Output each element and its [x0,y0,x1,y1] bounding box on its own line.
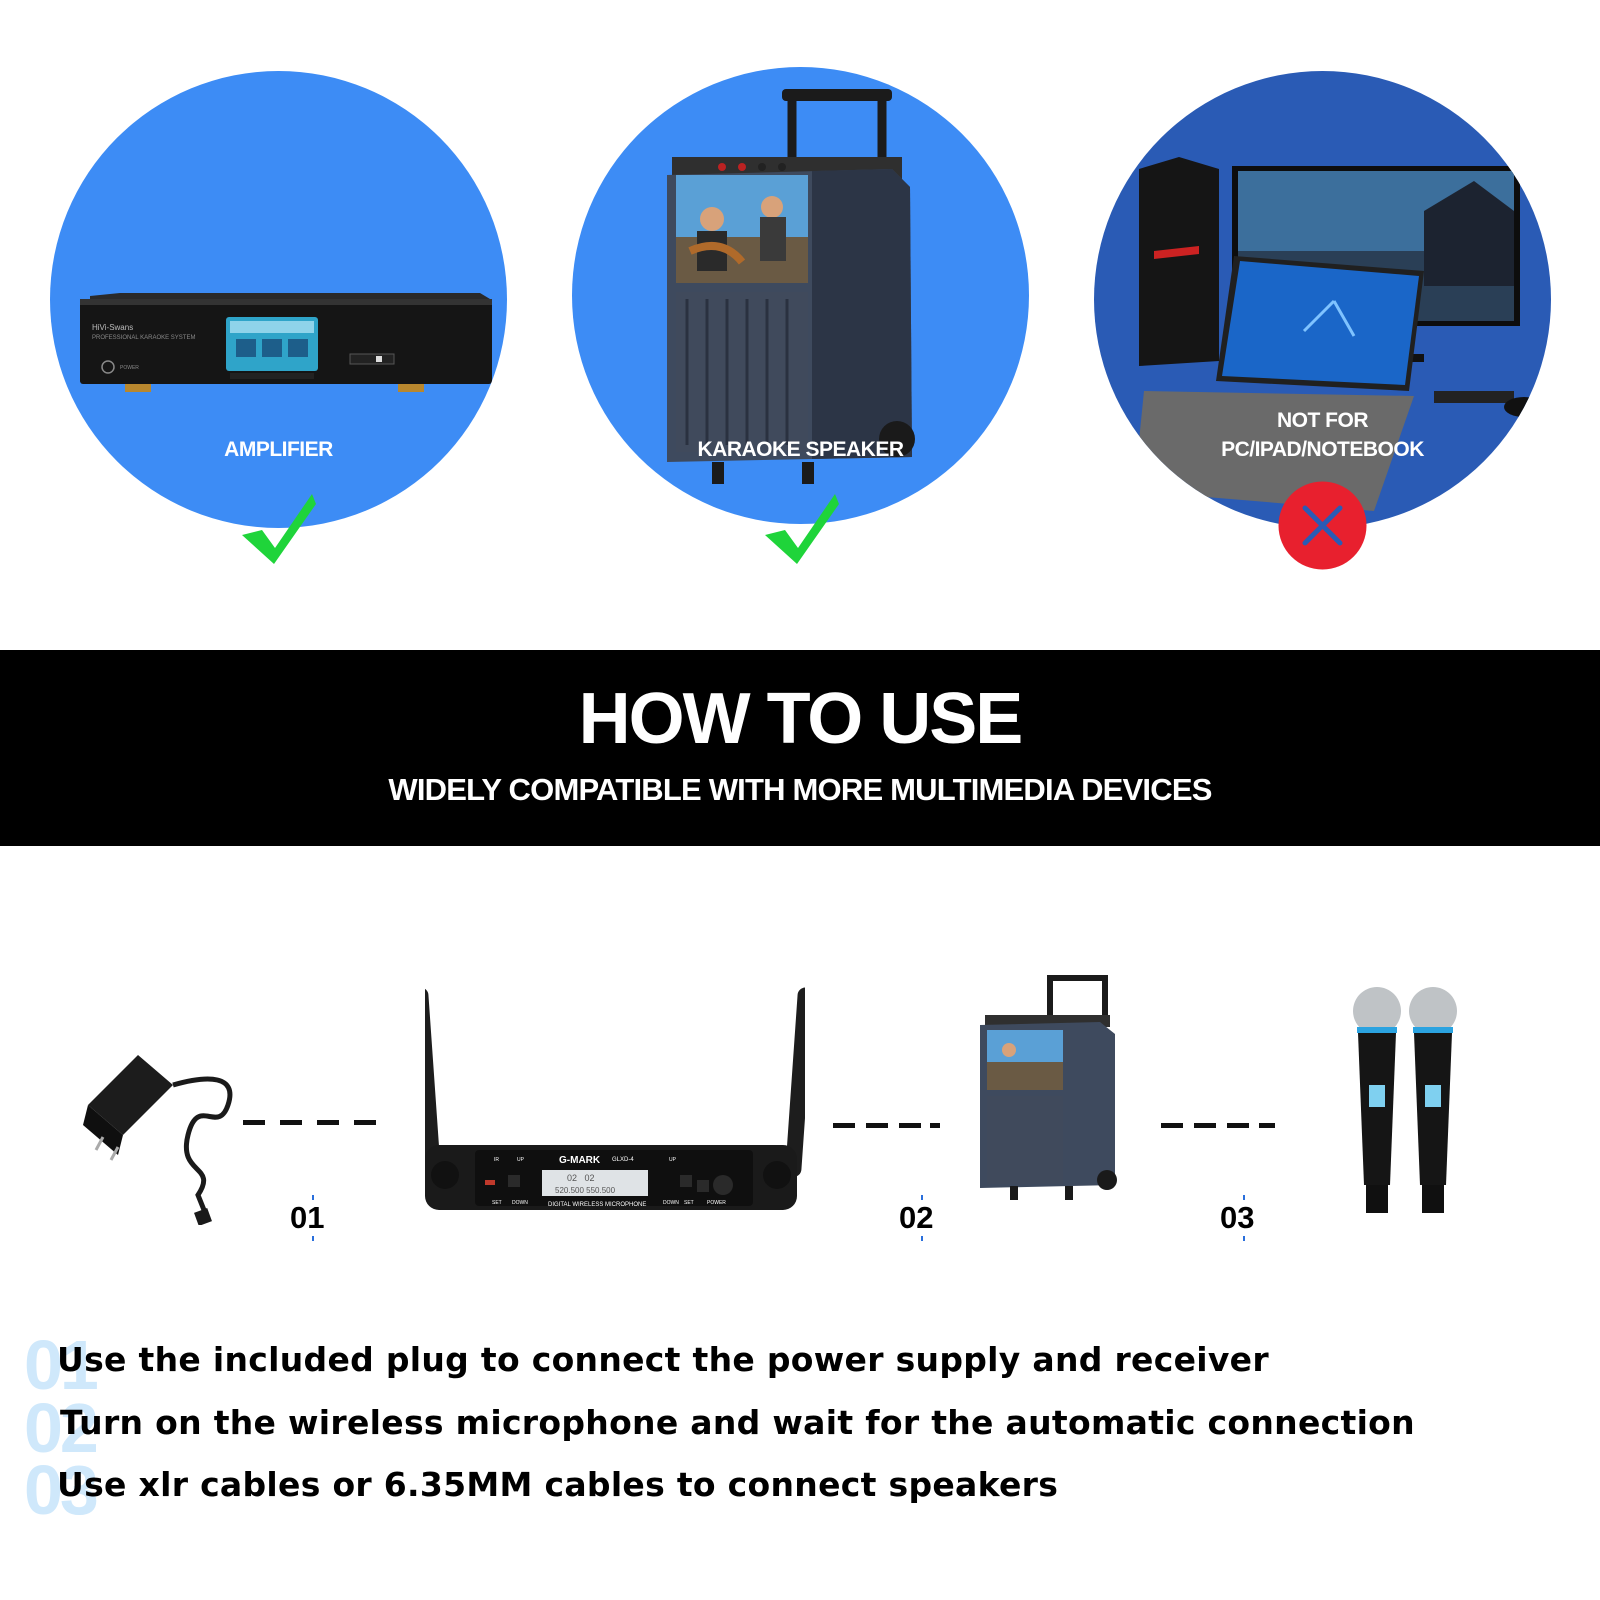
receiver-up-label: UP [517,1157,524,1163]
receiver-image [425,987,805,1210]
check-icon [242,494,316,564]
step-marker-bottom [312,1236,314,1241]
receiver-up-label-right: UP [669,1157,676,1163]
not-for-label-line1: NOT FOR [1277,409,1369,432]
receiver-brand: G-MARK [559,1155,601,1166]
pc-circle: NOT FOR PC/IPAD/NOTEBOOK [1094,71,1551,528]
receiver-down-label: DOWN [512,1200,528,1206]
connector-dash [833,1123,855,1128]
step-marker-top [312,1195,314,1200]
step-03-label: 03 [1220,1200,1255,1235]
connector-dash [899,1123,921,1128]
receiver-model: GLXD-4 [612,1157,634,1163]
instruction-03-number: 03 [24,1451,99,1529]
receiver-ir-label: IR [494,1157,499,1163]
step-01-label: 01 [290,1200,325,1235]
receiver-lcd-channel: 02 02 [567,1173,595,1183]
step-marker-top [1243,1195,1245,1200]
amplifier-label: AMPLIFIER [224,438,333,461]
banner-subtitle: WIDELY COMPATIBLE WITH MORE MULTIMEDIA D… [388,772,1212,807]
amp-model-text: PROFESSIONAL KARAOKE SYSTEM [92,335,196,341]
how-to-use-banner: HOW TO USE WIDELY COMPATIBLE WITH MORE M… [0,650,1600,846]
connector-dash [866,1123,888,1128]
connector-dash [280,1120,302,1125]
amplifier-circle: HiVi-Swans PROFESSIONAL KARAOKE SYSTEM P… [50,71,507,528]
pc-laptop-image [1134,157,1544,511]
receiver-set-label-right: SET [684,1200,694,1206]
receiver-caption: DIGITAL WIRELESS MICROPHONE [548,1202,647,1208]
step-02-label: 02 [899,1200,934,1235]
connector-dash [243,1120,265,1125]
connector-dash [1259,1123,1275,1128]
receiver-set-label: SET [492,1200,502,1206]
amp-brand-text: HiVi-Swans [92,323,134,332]
step-marker-bottom [1243,1236,1245,1241]
connector-dash [1227,1123,1249,1128]
connector-dash [354,1120,376,1125]
receiver-lcd-freq: 520.500 550.500 [555,1186,616,1195]
not-for-label-line2: PC/IPAD/NOTEBOOK [1221,438,1424,461]
banner-title: HOW TO USE [578,679,1024,759]
instruction-02-text: Turn on the wireless microphone and wait… [60,1403,1415,1442]
instruction-01-text: Use the included plug to connect the pow… [57,1340,1269,1379]
connector-dash [317,1120,339,1125]
microphones-image [1353,987,1457,1213]
instruction-01-number: 01 [24,1326,99,1404]
receiver-power-label: POWER [707,1200,726,1206]
amp-power-text: POWER [120,365,139,371]
instruction-02-number: 02 [24,1389,99,1467]
small-speaker-image [980,975,1117,1200]
step-marker-bottom [921,1236,923,1241]
connector-dash [1194,1123,1216,1128]
x-icon [1278,481,1367,570]
receiver-down-label-right: DOWN [663,1200,679,1206]
power-adapter-image [83,1055,233,1225]
instruction-03-text: Use xlr cables or 6.35MM cables to conne… [57,1465,1059,1504]
step-marker-top [921,1195,923,1200]
karaoke-speaker-label: KARAOKE SPEAKER [697,438,904,461]
karaoke-speaker-circle: KARAOKE SPEAKER [572,67,1029,524]
connector-dash [1161,1123,1183,1128]
connector-dash [930,1123,940,1128]
amplifier-image [80,293,492,392]
check-icon [765,494,839,564]
karaoke-speaker-image [667,89,915,484]
